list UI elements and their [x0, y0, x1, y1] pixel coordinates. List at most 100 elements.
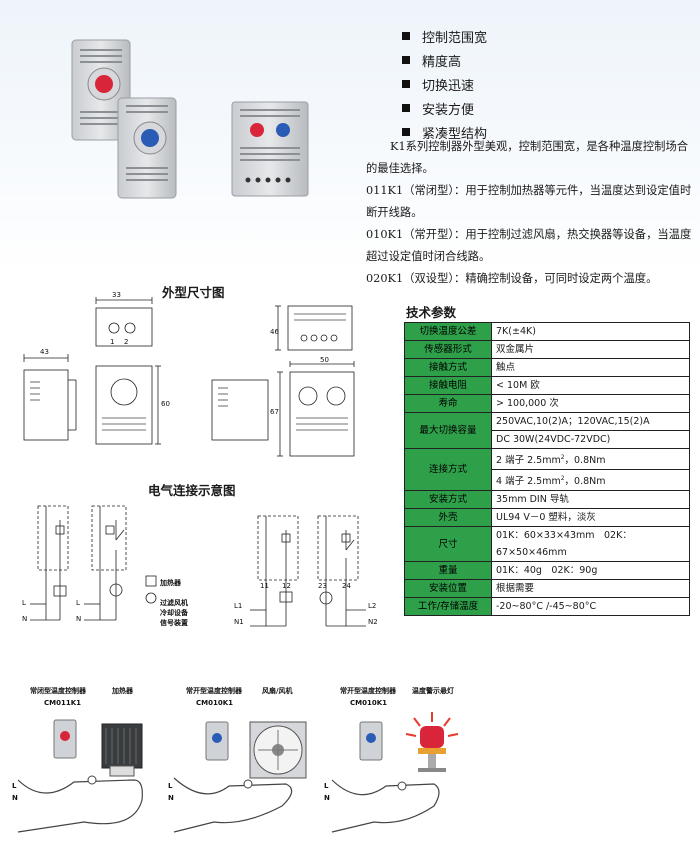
bullet-square-icon	[402, 128, 410, 136]
spec-key: 最大切换容量	[404, 412, 492, 449]
spec-value: < 10M 欧	[491, 376, 690, 395]
bullet-square-icon	[402, 32, 410, 40]
feature-item: 控制范围宽	[402, 24, 487, 48]
spec-value: 01K：40g 02K：90g	[491, 561, 690, 581]
dim-width-50: 50	[320, 356, 329, 364]
bullet-square-icon	[402, 104, 410, 112]
app-3-device: 温度警示悬灯	[412, 687, 454, 695]
dimensions-heading: 外型尺寸图	[162, 285, 225, 300]
wiring-heading: 电气连接示意图	[148, 483, 236, 498]
spec-value: 7K(±4K)	[491, 322, 690, 341]
wire-label-L: L	[76, 599, 80, 607]
app-3-N: N	[324, 794, 330, 802]
legend-fan: 过滤风机	[160, 599, 188, 607]
app-1-L: L	[12, 782, 17, 790]
spec-key: 接触方式	[404, 358, 492, 377]
spec-key: 安装方式	[404, 490, 492, 510]
spec-key: 切换温度公差	[404, 322, 492, 341]
spec-value: 触点	[491, 358, 690, 377]
spec-value-text: 4 端子 2.5mm	[496, 476, 561, 488]
application-illustrations	[17, 712, 459, 833]
bullet-square-icon	[402, 56, 410, 64]
feature-label: 安装方便	[422, 102, 475, 118]
spec-key: 接触电阻	[404, 376, 492, 395]
feature-item: 安装方便	[402, 96, 487, 120]
feature-item: 精度高	[402, 48, 487, 72]
spec-key: 重量	[404, 561, 492, 581]
terminal-23-label: 23	[318, 582, 327, 590]
app-1-device: 加热器	[112, 687, 133, 695]
app-1-title: 常闭型温度控制器	[30, 687, 86, 695]
wire-label-N1: N1	[234, 618, 244, 626]
spec-key: 工作/存储温度	[404, 597, 492, 617]
spec-value-sup: 2	[560, 475, 565, 483]
spec-key: 尺寸	[404, 526, 492, 563]
feature-item: 切换迅速	[402, 72, 487, 96]
spec-value: > 100,000 次	[491, 394, 690, 413]
app-1-model: CM011K1	[44, 699, 82, 707]
app-3-title: 常开型温度控制器	[340, 687, 396, 695]
legend-heater: 加热器	[160, 579, 181, 587]
wire-label-N: N	[76, 615, 82, 623]
app-2-L: L	[168, 782, 173, 790]
table-row: 安装位置根据需要	[404, 579, 690, 599]
bullet-square-icon	[402, 80, 410, 88]
app-2-title: 常开型温度控制器	[186, 687, 242, 695]
feature-list: 控制范围宽 精度高 切换迅速 安装方便 紧凑型结构	[402, 24, 487, 144]
app-2-device: 风扇/风机	[262, 687, 293, 695]
spec-value: 01K：60×33×43mm 02K：67×50×46mm	[491, 526, 690, 563]
wire-label-N: N	[22, 615, 28, 623]
terminal-24-label: 24	[342, 582, 351, 590]
spec-value-tail: ，0.8Nm	[564, 476, 606, 488]
dim-height-46: 46	[270, 328, 279, 336]
wire-label-L1: L1	[234, 602, 243, 610]
terminal-1-label: 1	[110, 338, 115, 346]
table-row: 传感器形式双金属片	[404, 340, 690, 359]
wiring-diagrams	[30, 505, 366, 627]
spec-value: -20~80°C /-45~80°C	[491, 597, 690, 617]
terminal-12-label: 12	[282, 582, 291, 590]
spec-value: 双金属片	[491, 340, 690, 359]
spec-key: 外壳	[404, 508, 492, 528]
terminal-11-label: 11	[260, 582, 269, 590]
wire-label-N2: N2	[368, 618, 378, 626]
table-row: 接触电阻< 10M 欧	[404, 376, 690, 395]
feature-label: 控制范围宽	[422, 30, 488, 46]
spec-value: 250VAC,10(2)A；120VAC,15(2)A	[491, 412, 690, 431]
app-3-L: L	[324, 782, 329, 790]
spec-value-tail: ，0.8Nm	[564, 455, 606, 467]
feature-label: 精度高	[422, 54, 462, 70]
spec-value-sup: 2	[560, 454, 565, 461]
app-1-N: N	[12, 794, 18, 802]
spec-key: 安装位置	[404, 579, 492, 599]
spec-value: 4 端子 2.5mm2，0.8Nm	[491, 469, 690, 492]
type-020-paragraph: 020K1（双设型）：精确控制设备，可同时设定两个温度。	[366, 272, 658, 285]
table-row: 工作/存储温度-20~80°C /-45~80°C	[404, 597, 690, 617]
spec-value: 根据需要	[491, 579, 690, 599]
app-2-N: N	[168, 794, 174, 802]
feature-label: 切换迅速	[422, 78, 475, 94]
wire-label-L: L	[22, 599, 26, 607]
type-010-paragraph: 010K1（常开型）：用于控制过滤风扇，热交换器等设备，当温度超过设定值时闭合线…	[366, 228, 692, 263]
intro-paragraph: K1系列控制器外型美观，控制范围宽，是各种温度控制场合的最佳选择。	[366, 140, 689, 175]
terminal-2-label: 2	[124, 338, 129, 346]
feature-item: 紧凑型结构	[402, 120, 487, 144]
spec-value: 2 端子 2.5mm2，0.8Nm	[491, 447, 690, 471]
spec-value: 35mm DIN 导轨	[491, 490, 690, 510]
spec-value: DC 30W(24VDC-72VDC)	[491, 430, 690, 449]
app-3-model: CM010K1	[350, 699, 388, 707]
spec-key: 传感器形式	[404, 340, 492, 359]
table-row: DC 30W(24VDC-72VDC)	[405, 430, 690, 449]
app-2-model: CM010K1	[196, 699, 234, 707]
dimension-drawings	[23, 297, 355, 457]
spec-key: 连接方式	[404, 447, 492, 492]
type-011-paragraph: 011K1（常闭型）：用于控制加热器等元件，当温度达到设定值时断开线路。	[366, 184, 692, 219]
table-row: 接触方式触点	[404, 358, 690, 377]
